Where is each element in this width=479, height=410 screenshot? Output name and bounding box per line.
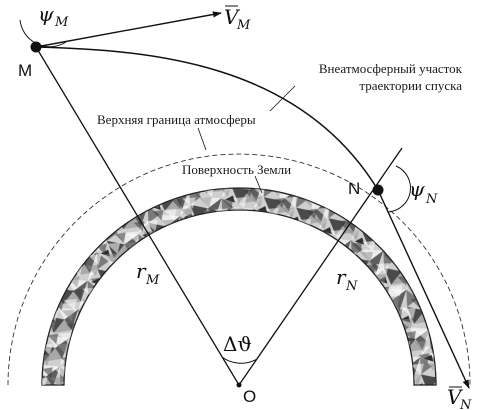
delta-theta-label: Δϑ (223, 332, 252, 356)
trajectory-label-line2: траектории спуска (359, 78, 462, 93)
point-n-label: N (348, 179, 360, 198)
angle-arc-psi-n (387, 165, 412, 213)
leader-trajectory (269, 85, 296, 112)
velocity-vector-n (377, 189, 470, 389)
trajectory-label-line1: Внеатмосферный участок (319, 61, 463, 76)
velocity-vector-m (35, 11, 222, 48)
surface-label: Поверхность Земли (182, 162, 291, 177)
point-n-marker (372, 184, 384, 196)
leader-atmosphere (197, 127, 207, 151)
psi-n-symbol: ψ (409, 177, 425, 201)
v-n-symbol: V (447, 385, 464, 409)
point-m-marker (30, 41, 42, 53)
point-o-label: O (243, 387, 256, 406)
psi-m-symbol: ψ (38, 2, 54, 26)
point-o-marker (236, 382, 242, 388)
v-m-subscript: M (236, 18, 251, 33)
atmosphere-boundary-arc (7, 153, 471, 386)
r-n-symbol: r (336, 265, 347, 289)
angle-arc-delta-theta (221, 356, 258, 364)
leader-surface (254, 175, 263, 194)
r-n-subscript: N (345, 279, 358, 294)
r-m-subscript: M (145, 273, 160, 288)
psi-n-subscript: N (425, 192, 438, 207)
r-m-symbol: r (136, 259, 147, 283)
psi-m-subscript: M (54, 15, 69, 30)
point-m-label: M (18, 61, 32, 80)
atmosphere-label: Верхняя граница атмосферы (97, 112, 256, 127)
trajectory-curve (35, 46, 379, 191)
v-m-symbol: V (224, 5, 241, 29)
v-n-subscript: N (459, 398, 472, 410)
radius-line-m (35, 46, 240, 386)
